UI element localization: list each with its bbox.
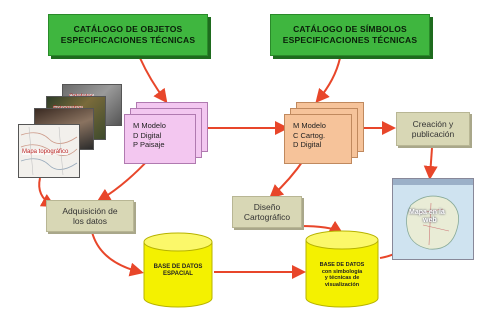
model-left-front-card: M Modelo D Digital P Paisaje (124, 114, 196, 164)
design-line1: Diseño (253, 202, 281, 212)
arrow-model-to-acquisition (96, 157, 151, 203)
publication-box: Creación y publicación (396, 112, 470, 146)
arrow-publication-to-webmap (423, 147, 438, 180)
catalog-objects-line1: CATÁLOGO DE OBJETOS (73, 24, 183, 34)
design-box: Diseño Cartográfico (232, 196, 302, 228)
catalog-symbols-line2: ESPECIFICACIONES TÉCNICAS (282, 35, 418, 45)
catalog-objects-box: CATÁLOGO DE OBJETOS ESPECIFICACIONES TÉC… (48, 14, 208, 56)
arrow-catalog-to-model-right (315, 57, 341, 104)
db-spatial-cylinder (143, 232, 213, 308)
catalog-objects-line2: ESPECIFICACIONES TÉCNICAS (60, 35, 196, 45)
acquisition-line2: los datos (72, 216, 108, 226)
publication-line1: Creación y (412, 119, 454, 129)
db-symbology-line1: BASE DE DATOS (319, 262, 365, 268)
model-left-line3: P Paisaje (133, 140, 165, 149)
model-right-line1: M Modelo (293, 121, 326, 130)
web-map-line1: Mapa en la (409, 209, 445, 216)
acquisition-line1: Adquisición de (62, 206, 118, 216)
catalog-symbols-box: CATÁLOGO DE SÍMBOLOS ESPECIFICACIONES TÉ… (270, 14, 430, 56)
island-map-icon (393, 185, 473, 259)
db-spatial-label: BASE DE DATOS ESPACIAL (146, 264, 210, 278)
thumb-topo-map: Mapa topográfico (18, 124, 80, 178)
web-map-line2: web (423, 217, 437, 224)
db-spatial-line1: BASE DE DATOS (153, 264, 203, 270)
db-symbology-line4: visualización (324, 281, 360, 288)
model-right-front-card: M Modelo C Cartog. D Digital (284, 114, 352, 164)
acquisition-box: Adquisición de los datos (46, 200, 134, 232)
arrow-catalog-to-model-left (139, 57, 168, 104)
publication-line2: publicación (411, 129, 455, 139)
web-map-label: Mapa en la web (409, 209, 445, 225)
catalog-symbols-line1: CATÁLOGO DE SÍMBOLOS (293, 24, 407, 34)
web-map-screenshot: Mapa en la web (392, 178, 474, 260)
model-left-line2: D Digital (133, 130, 162, 140)
web-map-toolbar (393, 179, 473, 185)
thumb-topo-label: Mapa topográfico (22, 149, 69, 155)
db-symbology-line2: con simbología (321, 268, 363, 275)
db-spatial-line2: ESPACIAL (163, 271, 193, 277)
arrow-acquisition-to-db (91, 231, 144, 277)
db-symbology-line3: y técnicas de (324, 275, 360, 281)
db-symbology-cylinder (305, 230, 379, 308)
design-line2: Cartográfico (243, 212, 291, 222)
model-left-line1: M Modelo (133, 121, 166, 130)
model-right-line3: D Digital (293, 140, 322, 149)
model-right-line2: C Cartog. (293, 130, 326, 140)
db-symbology-label: BASE DE DATOS con simbología y técnicas … (306, 262, 378, 288)
